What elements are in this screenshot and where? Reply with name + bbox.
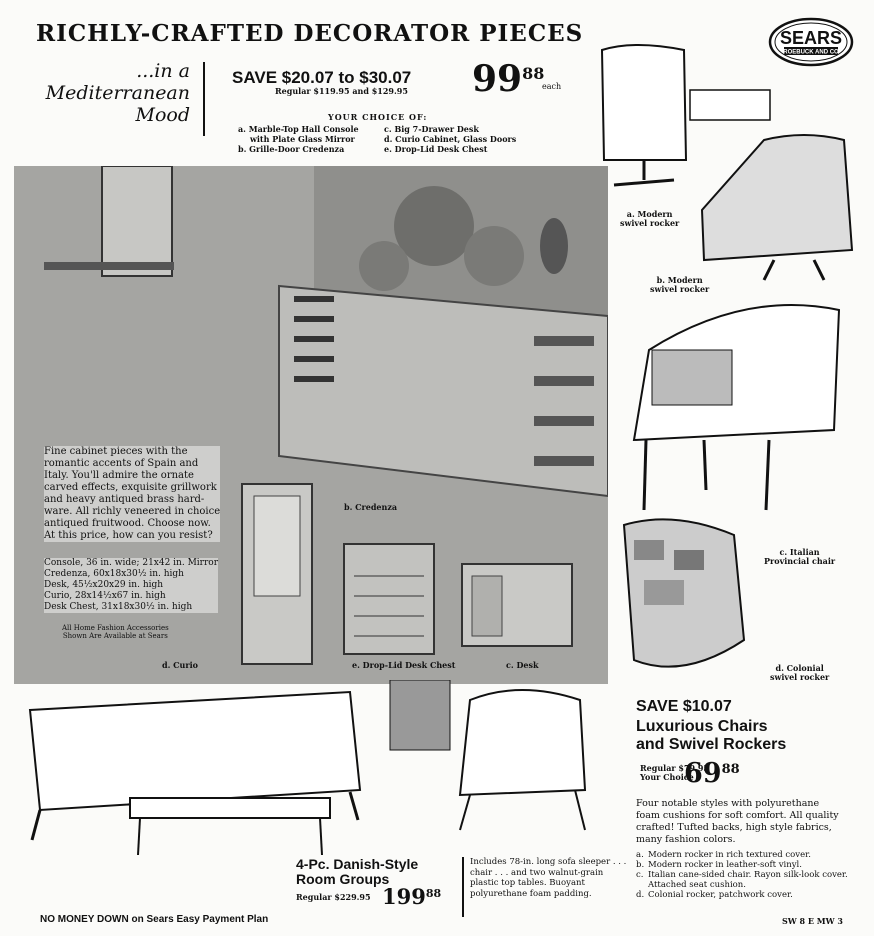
body-line: Fine cabinet pieces with the (44, 446, 188, 457)
mood-line-3: Mood (135, 104, 191, 126)
danish-title: 4-Pc. Danish-Style Room Groups (296, 857, 418, 887)
price-dollars: 99 (472, 58, 523, 100)
choice-item: d. Curio Cabinet, Glass Doors (384, 134, 517, 144)
price-each-label: each (542, 82, 562, 91)
body-line: Italy. You'll admire the ornate (44, 470, 194, 481)
list-item: c. Italian cane-sided chair. Rayon silk-l… (636, 870, 851, 890)
caption-desk: c. Desk (506, 660, 539, 670)
chairs-title-line: and Swivel Rockers (636, 736, 787, 753)
list-text: Modern rocker in leather-soft vinyl. (648, 860, 802, 870)
dimension-line: Console, 36 in. wide; 21x42 in. Mirror (44, 558, 218, 568)
price-danish: 19988 (382, 884, 441, 909)
mood-line-1: ...in a (136, 60, 190, 82)
list-key: b. (636, 860, 645, 870)
save-amount-chairs: SAVE $10.07 (636, 698, 732, 715)
list-text: Colonial rocker, patchwork cover. (648, 890, 793, 900)
dimension-line: Desk, 45½x20x29 in. high (44, 580, 164, 590)
body-line: At this price, how can you resist? (44, 530, 213, 541)
dimension-line: Desk Chest, 31x18x30½ in. high (44, 602, 193, 612)
body-line: carved effects, exquisite grillwork (44, 482, 217, 493)
photo-body-copy: Fine cabinet pieces with the romantic ac… (44, 446, 221, 542)
accessories-note: All Home Fashion Accessories Shown Are A… (62, 624, 169, 640)
dimension-line: Curio, 28x14½x67 in. high (44, 591, 166, 601)
danish-includes: Includes 78-in. long sofa sleeper . . . … (470, 857, 627, 899)
label-line: swivel rocker (770, 672, 830, 682)
chairs-description: Four notable styles with polyurethane fo… (636, 798, 839, 845)
label-line: a. Modern (626, 209, 673, 219)
label-line: Provincial chair (764, 556, 836, 566)
caption-drop-lid: e. Drop-Lid Desk Chest (352, 660, 456, 670)
price-dollars: 69 (684, 758, 722, 789)
furniture-photo: Fine cabinet pieces with the romantic ac… (14, 166, 608, 684)
body-line: romantic accents of Spain and (44, 458, 199, 469)
chairs-list: a.Modern rocker in rich textured cover. … (636, 850, 851, 900)
price-decorator: 9988 (472, 58, 544, 100)
dimensions-block: Console, 36 in. wide; 21x42 in. Mirror C… (44, 558, 218, 613)
label-line: swivel rocker (620, 218, 680, 228)
list-item: b.Modern rocker in leather-soft vinyl. (636, 860, 851, 870)
no-money-down-note: NO MONEY DOWN on Sears Easy Payment Plan (40, 914, 269, 925)
regular-price-chairs: Regular $79.95 Your Choice (640, 764, 709, 782)
page-headline: RICHLY-CRAFTED DECORATOR PIECES (36, 20, 584, 47)
list-item: d.Colonial rocker, patchwork cover. (636, 890, 851, 900)
danish-title-line: Room Groups (296, 871, 390, 887)
choice-item: with Plate Glass Mirror (250, 134, 355, 144)
chairs-title-line: Luxurious Chairs (636, 718, 768, 735)
choices-left: a. Marble-Top Hall Console with Plate Gl… (238, 124, 359, 154)
your-choice-heading: YOUR CHOICE OF: (328, 112, 428, 122)
accessories-line: All Home Fashion Accessories (62, 624, 169, 632)
choice-item: e. Drop-Lid Desk Chest (384, 144, 488, 154)
caption-curio: d. Curio (162, 660, 198, 670)
divider-rule (462, 857, 464, 917)
regular-line: Regular $79.95 (640, 763, 709, 773)
price-chairs: 6988 (684, 758, 740, 789)
danish-title-line: 4-Pc. Danish-Style (296, 856, 419, 872)
list-key: c. (636, 870, 644, 880)
chairs-title: Luxurious Chairs and Swivel Rockers (636, 718, 786, 754)
regular-price-decorator: Regular $119.95 and $129.95 (275, 86, 408, 96)
svg-text:ROEBUCK AND CO: ROEBUCK AND CO (783, 50, 839, 56)
choice-item: b. Grille-Door Credenza (238, 144, 345, 154)
label-line: d. Colonial (775, 663, 824, 673)
regular-price-danish: Regular $229.95 (296, 892, 371, 902)
choices-right: c. Big 7-Drawer Desk d. Curio Cabinet, G… (384, 124, 516, 154)
your-choice-line: Your Choice (640, 772, 694, 782)
label-line: b. Modern (656, 275, 703, 285)
save-amount-decorator: SAVE $20.07 to $30.07 (232, 68, 412, 87)
svg-text:SEARS: SEARS (780, 28, 842, 48)
price-dollars: 199 (382, 884, 426, 909)
label-line: swivel rocker (650, 284, 710, 294)
danish-room-group-illustration (28, 680, 587, 856)
sears-logo: SEARS ROEBUCK AND CO (768, 17, 854, 67)
choice-item: c. Big 7-Drawer Desk (384, 124, 479, 134)
body-line: and heavy antiqued brass hard- (44, 494, 205, 505)
caption-credenza: b. Credenza (344, 502, 398, 512)
mood-line-2: Mediterranean (45, 82, 190, 104)
body-line: antiqued fruitwood. Choose now. (44, 518, 211, 529)
divider-rule (203, 62, 205, 136)
accessories-line: Shown Are Available at Sears (62, 632, 168, 640)
page-code: SW 8 E MW 3 (782, 916, 843, 926)
mood-tagline: ...in a Mediterranean Mood (40, 60, 190, 126)
body-line: ware. All richly veneered in choice (44, 506, 221, 517)
choice-item: a. Marble-Top Hall Console (238, 124, 359, 134)
list-key: d. (636, 890, 645, 900)
chairs-illustration (600, 44, 854, 668)
list-key: a. (636, 850, 644, 860)
list-item: a. Modern rocker in rich textured cover. (636, 850, 851, 860)
list-text: Italian cane-sided chair. Rayon silk-loo… (648, 870, 848, 890)
dimension-line: Credenza, 60x18x30½ in. high (44, 569, 184, 579)
list-text: Modern rocker in rich textured cover. (648, 850, 811, 860)
label-line: c. Italian (779, 547, 820, 557)
price-cents: 88 (522, 64, 545, 83)
price-cents: 88 (721, 762, 740, 777)
price-cents: 88 (425, 887, 442, 900)
room-scene-illustration (14, 166, 608, 684)
